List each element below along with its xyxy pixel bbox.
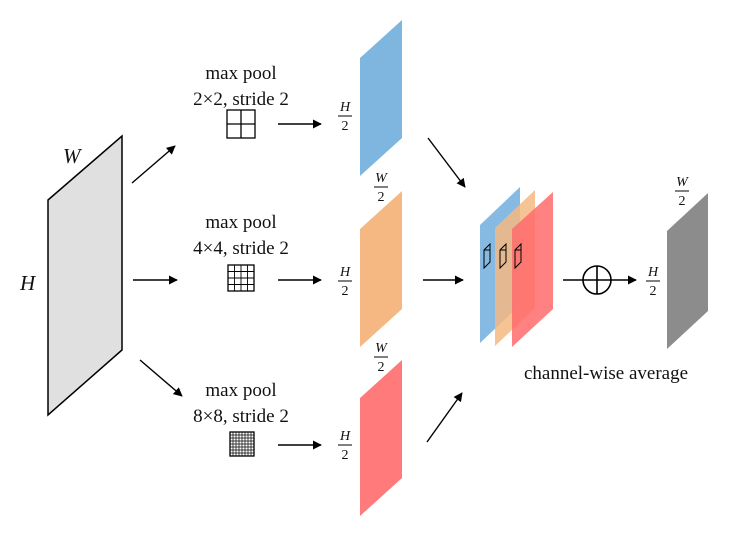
svg-text:2: 2 <box>378 360 385 375</box>
arrow-input-to-branch-1 <box>131 145 176 184</box>
svg-text:2: 2 <box>378 190 385 205</box>
svg-text:2: 2 <box>342 119 349 134</box>
svg-text:H: H <box>339 100 351 115</box>
svg-text:2: 2 <box>342 448 349 463</box>
branch-3: W 2 max pool 8×8, stride 2 H 2 <box>193 341 402 516</box>
branch-2: W 2 max pool 4×4, stride 2 H 2 <box>193 171 402 347</box>
svg-text:H: H <box>339 265 351 280</box>
svg-text:W: W <box>375 171 388 186</box>
svg-text:W: W <box>676 175 689 190</box>
svg-text:H: H <box>339 429 351 444</box>
output-caption: channel-wise average <box>524 363 688 384</box>
branch-2-title: max pool <box>205 212 276 233</box>
input-height-label: H <box>19 271 37 295</box>
branch-2-detail: 4×4, stride 2 <box>193 238 289 259</box>
branch-2-width-label: W 2 <box>374 171 388 205</box>
pool-kernel-4x4-icon <box>227 264 255 292</box>
svg-text:W: W <box>375 341 388 356</box>
svg-text:2: 2 <box>679 194 686 209</box>
input-feature-map <box>47 134 123 417</box>
output-height-label: H 2 <box>646 265 660 299</box>
branch-1-detail: 2×2, stride 2 <box>193 89 289 110</box>
branch-1: max pool 2×2, stride 2 H 2 <box>193 20 402 176</box>
pooled-map-2 <box>360 191 402 347</box>
arrow-map-1-to-stack <box>427 137 466 188</box>
arrow-map-3-to-stack <box>426 392 463 443</box>
pixel-marker-2-icon <box>499 242 507 270</box>
branch-2-height-label: H 2 <box>338 265 352 299</box>
pooled-map-1 <box>360 20 402 176</box>
arrow-input-to-branch-3 <box>139 359 183 397</box>
stacked-maps <box>480 187 553 347</box>
branch-3-title: max pool <box>205 380 276 401</box>
pixel-marker-3-icon <box>514 242 522 270</box>
branch-3-detail: 8×8, stride 2 <box>193 406 289 427</box>
input-width-label: W <box>63 144 83 168</box>
output-feature-map <box>667 193 708 349</box>
branch-1-height-label: H 2 <box>338 100 352 134</box>
svg-text:2: 2 <box>650 284 657 299</box>
branch-3-height-label: H 2 <box>338 429 352 463</box>
pool-kernel-8x8-icon <box>229 431 255 457</box>
output-width-label: W 2 <box>675 175 689 209</box>
pooled-map-3 <box>360 360 402 516</box>
branch-3-width-label: W 2 <box>374 341 388 375</box>
svg-text:H: H <box>647 265 659 280</box>
svg-text:2: 2 <box>342 284 349 299</box>
stacked-map-3 <box>512 192 553 347</box>
branch-1-title: max pool <box>205 63 276 84</box>
plus-circle-icon <box>582 265 612 295</box>
pool-kernel-2x2-icon <box>226 109 256 139</box>
pixel-marker-1-icon <box>483 242 491 270</box>
